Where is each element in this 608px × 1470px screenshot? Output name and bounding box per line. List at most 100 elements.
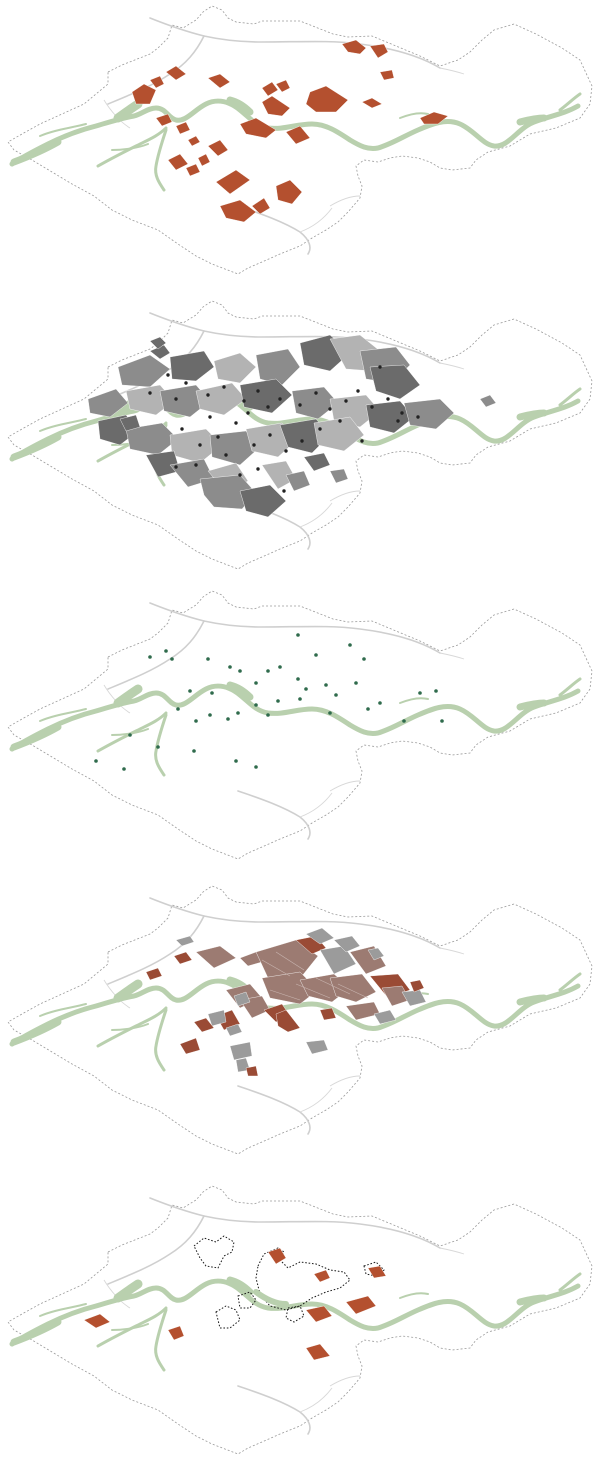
urban-block-4 <box>213 352 257 384</box>
red-parcel-5 <box>131 83 157 105</box>
highway-south <box>237 205 311 255</box>
green-point-14 <box>210 691 214 695</box>
tributary-east <box>399 112 429 119</box>
map-svg-outlined-areas <box>7 1185 593 1455</box>
river-west-widening <box>10 1318 62 1346</box>
black-point-38 <box>396 419 400 423</box>
highway-south <box>237 1385 311 1435</box>
zone-parcel-4 <box>175 935 195 947</box>
red-patch-3 <box>367 1265 387 1279</box>
outlined-area-3 <box>237 1291 257 1309</box>
river-main <box>9 683 581 752</box>
zone-parcel-12 <box>367 947 385 961</box>
green-point-43 <box>94 759 98 763</box>
black-point-6 <box>242 399 246 403</box>
red-parcel-9 <box>275 79 291 93</box>
black-point-1 <box>148 391 152 395</box>
red-parcel-8 <box>261 81 279 97</box>
urban-block-13 <box>195 382 247 416</box>
red-patch-5 <box>305 1305 333 1323</box>
highway-northwest <box>107 35 205 105</box>
black-point-25 <box>284 449 288 453</box>
green-point-5 <box>164 649 168 653</box>
black-point-5 <box>222 385 226 389</box>
green-point-38 <box>156 745 160 749</box>
river-bend-west <box>113 99 143 123</box>
tributary-east <box>399 1292 429 1299</box>
black-point-27 <box>318 427 322 431</box>
zone-parcel-25 <box>193 1017 215 1033</box>
black-point-11 <box>314 391 318 395</box>
green-point-28 <box>298 697 302 701</box>
river-east-end <box>558 387 582 407</box>
red-parcel-20 <box>185 163 201 177</box>
red-parcel-23 <box>251 197 271 215</box>
highway-northwest <box>107 915 205 985</box>
tributary-minor <box>111 1323 149 1331</box>
zone-parcel-22 <box>233 991 251 1007</box>
road-east-spur <box>439 947 465 955</box>
river-main <box>9 1278 581 1347</box>
black-point-7 <box>256 389 260 393</box>
urban-block-37 <box>119 414 141 432</box>
black-point-37 <box>360 439 364 443</box>
outlined-area-6 <box>363 1261 385 1277</box>
river-bend-center <box>226 1276 254 1296</box>
red-patch-6 <box>83 1313 111 1329</box>
outlined-area-5 <box>285 1305 305 1323</box>
tributary-minor <box>111 143 149 151</box>
black-point-12 <box>328 407 332 411</box>
tributary-south <box>154 713 168 777</box>
red-parcel-6 <box>149 75 165 89</box>
tributary-west <box>39 418 87 432</box>
black-point-19 <box>180 427 184 431</box>
road-south-east <box>299 502 333 528</box>
highway-south <box>237 1085 311 1135</box>
green-point-2 <box>348 643 352 647</box>
zone-parcel-35 <box>245 1065 259 1077</box>
red-parcel-16 <box>155 113 173 127</box>
river-bend-center <box>226 681 254 701</box>
road-south-junction <box>329 195 361 207</box>
zone-parcel-29 <box>319 1007 337 1021</box>
black-point-40 <box>166 373 170 377</box>
river-west-widening <box>10 723 62 751</box>
urban-block-30 <box>239 484 287 518</box>
river-east-end <box>558 972 582 992</box>
red-parcel-17 <box>175 121 191 135</box>
green-point-27 <box>328 711 332 715</box>
black-point-28 <box>338 419 342 423</box>
river-west-widening <box>10 1018 62 1046</box>
highway-north <box>149 1197 441 1249</box>
green-point-9 <box>228 665 232 669</box>
red-parcel-1 <box>341 39 367 55</box>
black-point-39 <box>378 365 382 369</box>
green-point-17 <box>304 687 308 691</box>
map-svg-green-points <box>7 590 593 860</box>
urban-block-36 <box>479 394 497 408</box>
tributary-southwest <box>96 1006 168 1048</box>
zone-parcel-8 <box>305 927 335 945</box>
green-point-23 <box>434 689 438 693</box>
green-point-30 <box>266 713 270 717</box>
red-parcel-12 <box>239 117 277 139</box>
study-area-boundary <box>7 885 593 1155</box>
black-point-29 <box>174 465 178 469</box>
black-point-21 <box>216 435 220 439</box>
highway-northwest <box>107 620 205 690</box>
green-point-11 <box>278 665 282 669</box>
zone-parcel-9 <box>319 945 357 975</box>
tributary-east <box>399 697 429 704</box>
black-point-13 <box>344 399 348 403</box>
red-parcel-4 <box>165 65 187 81</box>
red-patch-1 <box>267 1247 287 1265</box>
green-point-32 <box>236 711 240 715</box>
river-west-widening <box>10 138 62 166</box>
road-east-spur <box>439 1247 465 1255</box>
tributary-west <box>39 1303 87 1317</box>
tributary-southwest <box>96 711 168 753</box>
zone-parcel-32 <box>179 1037 201 1055</box>
black-point-32 <box>256 467 260 471</box>
black-point-17 <box>400 411 404 415</box>
